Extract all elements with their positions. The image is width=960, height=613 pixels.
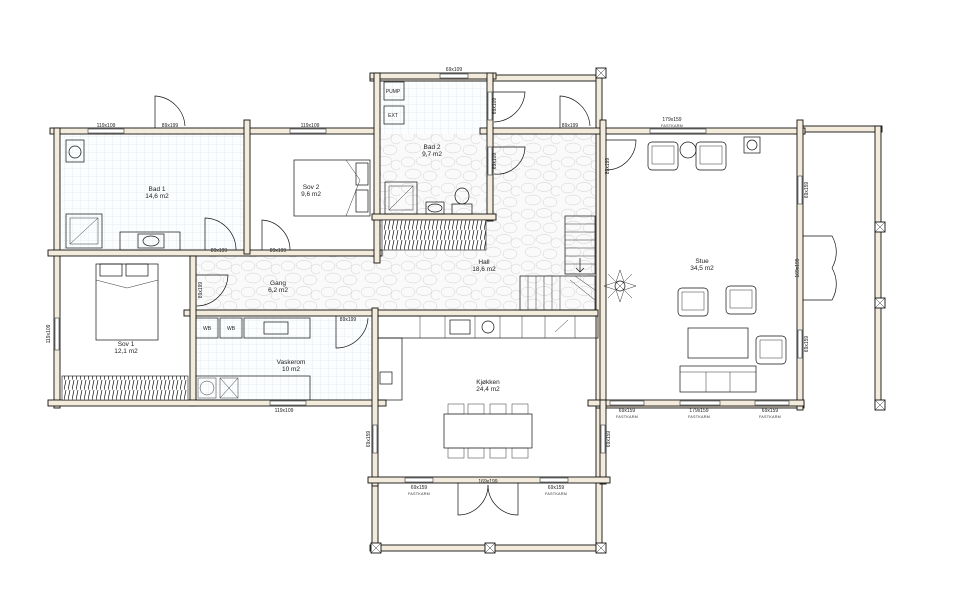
dim-sov1-door: 89x199 <box>198 282 204 299</box>
dim-stue-bottom-mid: 179x159 <box>689 408 708 414</box>
room-label-sov1: Sov 1 <box>118 341 135 348</box>
dim-kjokken-left-window: 69x159 <box>366 431 372 448</box>
dim-stue-top-sub: FASTKARM <box>661 124 683 128</box>
fixture-labels: PUMP EXT WB WB <box>203 89 401 332</box>
dim-stue-bottom-left-sub: FASTKARM <box>616 415 638 419</box>
room-area-stue: 34,5 m2 <box>690 265 714 272</box>
dim-vaskerom-bottom-window: 119x109 <box>275 408 294 414</box>
dim-bad2-top-window: 69x109 <box>446 67 463 73</box>
dim-stue-right-lower: 69x159 <box>804 336 810 353</box>
dim-hall-right-door: 89x199 <box>605 158 611 175</box>
dim-kjokken-right-window: 69x159 <box>606 431 612 448</box>
room-area-gang: 6,2 m2 <box>268 287 288 294</box>
dim-stue-top-window: 179x159 <box>662 117 681 123</box>
openings <box>54 73 803 483</box>
room-area-bad1: 14,6 m2 <box>145 193 169 200</box>
dim-sov2-window: 119x109 <box>301 123 320 129</box>
ext-label: EXT <box>388 113 398 119</box>
room-labels: Bad 1 14,6 m2 Sov 2 9,6 m2 Bad 2 9,7 m2 … <box>114 144 714 393</box>
room-area-sov1: 12,1 m2 <box>114 348 138 355</box>
wb-label-2: WB <box>227 326 236 332</box>
dim-vaskerom-door: 89x199 <box>340 317 357 323</box>
staircase <box>519 215 596 311</box>
dim-kjokken-bottom-left: 69x159 <box>411 485 428 491</box>
posts <box>370 67 886 554</box>
dimension-labels: 69x109 119x109 89x199 119x109 89x199 179… <box>46 67 810 496</box>
dim-stue-bottom-right: 69x159 <box>762 408 779 414</box>
room-label-vaskerom: Vaskerom <box>277 359 306 366</box>
room-label-bad1: Bad 1 <box>149 186 166 193</box>
walls <box>47 72 806 487</box>
wb-label-1: WB <box>203 326 212 332</box>
dim-kjokken-bottom-right: 69x159 <box>548 485 565 491</box>
dim-bad1-door-bottom: 89x199 <box>211 248 228 254</box>
furniture <box>65 81 787 459</box>
dim-bad2-right-upper: 69x109 <box>492 98 498 115</box>
dim-sov2-door-bottom: 89x199 <box>270 248 287 254</box>
dim-kjokken-bottom-door: 169x199 <box>478 479 497 485</box>
room-area-hall: 18,6 m2 <box>472 266 496 273</box>
room-label-hall: Hall <box>478 259 490 266</box>
dim-stue-bottom-right-sub: FASTKARM <box>759 415 781 419</box>
room-area-vaskerom: 10 m2 <box>282 366 300 373</box>
dim-kjokken-bottom-left-sub: FASTKARM <box>408 492 430 496</box>
dim-bad2-right-lower: 69x109 <box>492 153 498 170</box>
room-area-bad2: 9,7 m2 <box>422 151 442 158</box>
dim-stue-right-mid: 169x199 <box>795 258 801 277</box>
pump-label: PUMP <box>386 89 401 95</box>
dim-stue-bottom-mid-sub: FASTKARM <box>688 415 710 419</box>
door-swings <box>154 91 837 516</box>
room-label-bad2: Bad 2 <box>424 144 441 151</box>
dim-sov1-left-window: 119x109 <box>46 324 52 343</box>
dim-bad1-door: 89x199 <box>162 123 179 129</box>
room-label-gang: Gang <box>270 280 286 287</box>
wardrobes <box>61 219 487 401</box>
room-label-stue: Stue <box>695 258 709 265</box>
plant-icon <box>603 269 637 303</box>
dim-stue-bottom-left: 69x159 <box>619 408 636 414</box>
room-area-sov2: 9,6 m2 <box>301 191 321 198</box>
dim-kjokken-bottom-right-sub: FASTKARM <box>545 492 567 496</box>
room-label-kjokken: Kjøkken <box>476 379 500 386</box>
room-area-kjokken: 24,4 m2 <box>476 386 500 393</box>
dim-stue-right-upper: 69x159 <box>804 182 810 199</box>
room-label-sov2: Sov 2 <box>303 184 320 191</box>
dim-hall-door: 89x199 <box>562 123 579 129</box>
dim-bad1-window: 119x109 <box>97 123 116 129</box>
